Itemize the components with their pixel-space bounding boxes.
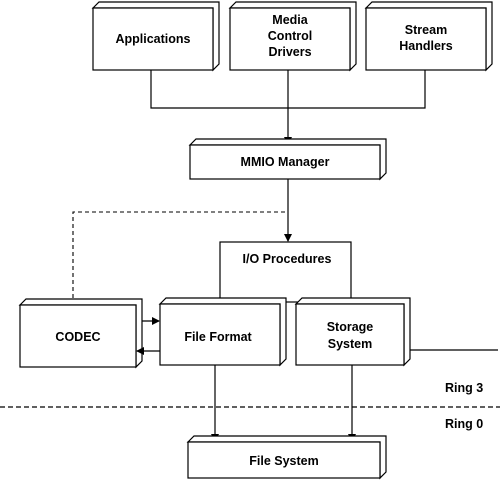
storage-system-label-line2: System	[328, 337, 372, 351]
media-control-drivers-label-line1: Media	[272, 13, 308, 27]
codec-label: CODEC	[55, 330, 100, 344]
file-format-label: File Format	[184, 330, 252, 344]
io-procedures-container: I/O Procedures	[219, 241, 352, 303]
ring3-label: Ring 3	[445, 381, 483, 395]
media-control-drivers-label-line2: Control	[268, 29, 312, 43]
file-system-label: File System	[249, 454, 318, 468]
applications-box: Applications	[91, 1, 220, 72]
storage-system-box: Storage System	[294, 297, 411, 367]
mmio-manager-box: MMIO Manager	[188, 138, 387, 181]
stream-handlers-label-line2: Handlers	[399, 39, 453, 53]
stream-handlers-box: Stream Handlers	[364, 1, 493, 72]
codec-dashed-link	[72, 211, 288, 305]
file-system-box: File System	[186, 435, 387, 480]
file-format-box: File Format	[158, 297, 287, 367]
media-control-drivers-label-line3: Drivers	[268, 45, 311, 59]
io-procedures-label: I/O Procedures	[243, 252, 332, 266]
applications-label: Applications	[115, 32, 190, 46]
ring0-label: Ring 0	[445, 417, 483, 431]
mmio-manager-label: MMIO Manager	[241, 155, 330, 169]
top-row-connector	[150, 70, 426, 145]
codec-box: CODEC	[18, 298, 143, 369]
media-control-drivers-box: Media Control Drivers	[228, 1, 357, 72]
storage-system-label-line1: Storage	[327, 320, 374, 334]
stream-handlers-label-line1: Stream	[405, 23, 447, 37]
